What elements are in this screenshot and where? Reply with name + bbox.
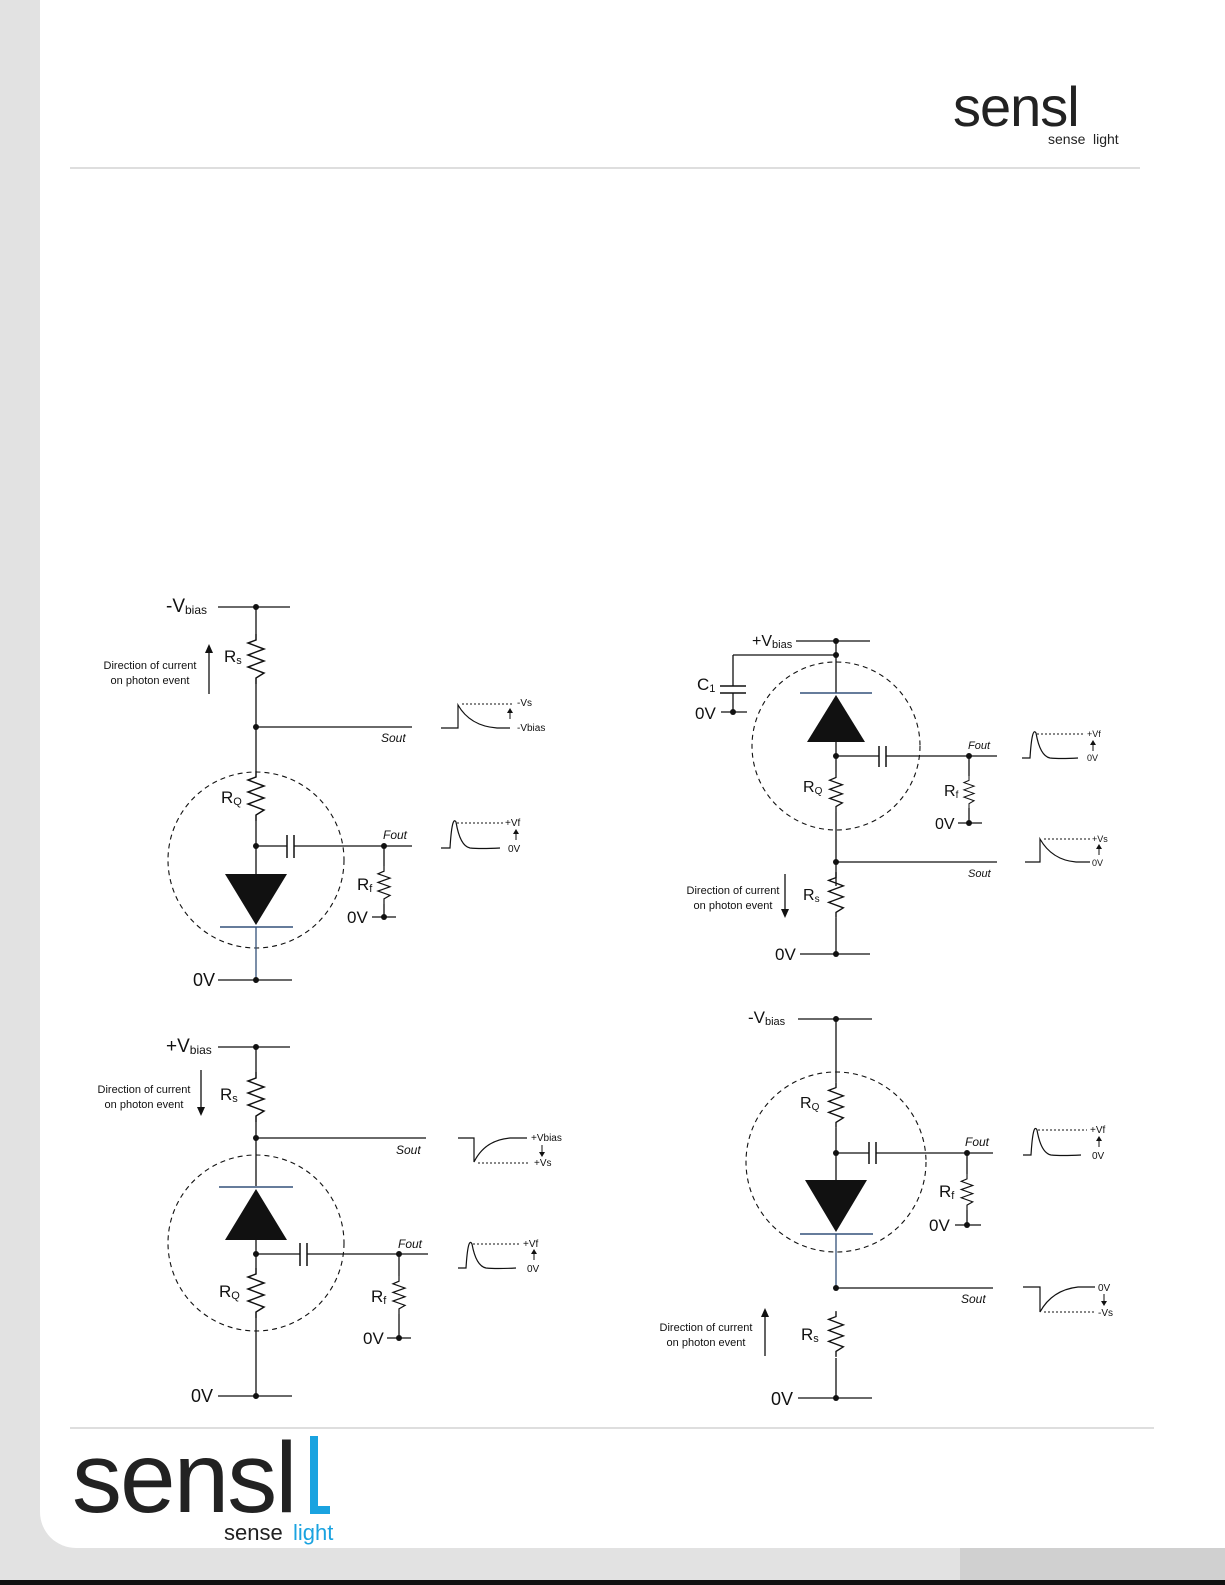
gnd-main-label: 0V <box>775 945 796 964</box>
rf-label: Rf <box>939 1182 955 1202</box>
fout-label: Fout <box>383 828 408 842</box>
direction-note-line1: Direction of current <box>660 1322 753 1334</box>
photodiode <box>805 1180 867 1232</box>
fout-label: Fout <box>965 1135 990 1149</box>
rf-resistor <box>377 865 391 905</box>
fout-wave-bottom-label: 0V <box>508 844 521 855</box>
fout-wave-bottom-label: 0V <box>1087 753 1098 763</box>
fout-waveform <box>441 820 501 850</box>
gnd-main-label: 0V <box>191 1386 213 1406</box>
fout-label: Fout <box>398 1237 423 1251</box>
supply-label: +Vbias <box>166 1036 212 1057</box>
rs-label: Rs <box>224 647 242 667</box>
direction-note-line2: on photon event <box>694 900 773 912</box>
circuit-bottom-left: +Vbias Rs Direction of current on photon… <box>98 1036 562 1406</box>
sout-wave-top-label: 0V <box>1098 1283 1111 1294</box>
rs-label: Rs <box>803 887 820 905</box>
header-logo-wordmark: sensl <box>953 75 1079 138</box>
sout-wave-bottom-label: 0V <box>1092 858 1103 868</box>
sout-wave-bottom-label: +Vs <box>534 1158 552 1169</box>
sout-wave-bottom-label: -Vbias <box>517 723 545 734</box>
footer-logo-tagline-sense: sense <box>224 1520 283 1545</box>
sout-label: Sout <box>381 731 406 745</box>
header-logo-tagline-light: light <box>1093 131 1119 147</box>
photodiode <box>807 695 865 742</box>
sout-waveform <box>458 1137 527 1163</box>
gnd-rf-label: 0V <box>347 908 368 927</box>
c1-label: C1 <box>697 675 715 695</box>
direction-note-line1: Direction of current <box>687 885 780 897</box>
rs-label: Rs <box>801 1325 819 1345</box>
fout-wave-top-label: +Vf <box>505 818 521 829</box>
fout-label: Fout <box>968 740 991 752</box>
rq-resistor <box>247 770 265 822</box>
supply-label: -Vbias <box>166 596 207 617</box>
rq-label: RQ <box>803 779 823 797</box>
fout-wave-top-label: +Vf <box>1090 1125 1106 1136</box>
direction-note-line1: Direction of current <box>104 660 197 672</box>
circuit-top-right: +Vbias C1 0V RQ Fout Rf 0V <box>687 633 1109 964</box>
rq-resistor <box>827 1081 845 1129</box>
sout-label: Sout <box>968 868 992 880</box>
rs-resistor <box>247 1071 265 1123</box>
rf-label: Rf <box>944 783 959 801</box>
sout-wave-top-label: +Vbias <box>531 1133 562 1144</box>
fout-waveform <box>1023 1127 1082 1157</box>
rf-resistor <box>963 775 975 809</box>
sout-waveform <box>1023 1286 1095 1313</box>
page-sheet <box>40 0 1225 1548</box>
gnd-rf-label: 0V <box>363 1329 384 1348</box>
sipm-boundary <box>745 1071 927 1253</box>
rq-resistor <box>828 771 844 813</box>
sout-label: Sout <box>961 1292 986 1306</box>
direction-note-line2: on photon event <box>667 1337 746 1349</box>
rf-label: Rf <box>371 1287 387 1307</box>
gnd-main-label: 0V <box>771 1389 793 1409</box>
fout-waveform <box>1022 731 1079 760</box>
rq-resistor <box>247 1267 265 1319</box>
rs-resistor <box>827 1310 845 1358</box>
direction-note-line2: on photon event <box>111 675 190 687</box>
sout-waveform <box>441 702 510 729</box>
header-logo-tagline-sense: sense <box>1048 131 1086 147</box>
rf-resistor <box>392 1275 406 1315</box>
rf-label: Rf <box>357 875 373 895</box>
rq-label: RQ <box>800 1095 820 1113</box>
footer-strip <box>960 1548 1225 1585</box>
gnd-rf-label: 0V <box>929 1216 950 1235</box>
fout-waveform <box>458 1241 517 1270</box>
footer-logo: sensl sense light <box>72 1422 333 1545</box>
fout-wave-top-label: +Vf <box>523 1239 539 1250</box>
sout-wave-top-label: -Vs <box>517 698 532 709</box>
header-logo: sensl sense light <box>953 75 1119 147</box>
bottom-band <box>0 1580 1225 1585</box>
sout-wave-bottom-label: -Vs <box>1098 1308 1113 1319</box>
sout-waveform <box>1025 836 1090 863</box>
photodiode <box>225 1189 287 1240</box>
direction-note-line1: Direction of current <box>98 1084 191 1096</box>
gnd-main-label: 0V <box>193 970 215 990</box>
sout-label: Sout <box>396 1143 421 1157</box>
direction-note-line2: on photon event <box>105 1099 184 1111</box>
circuit-top-left: -Vbias Rs Direction of current on photon… <box>104 596 546 990</box>
rs-label: Rs <box>220 1085 238 1105</box>
fout-wave-top-label: +Vf <box>1087 729 1101 739</box>
supply-label: -Vbias <box>748 1008 786 1028</box>
footer-logo-tagline-light: light <box>293 1520 333 1545</box>
rq-label: RQ <box>219 1282 240 1302</box>
rs-resistor <box>247 633 265 685</box>
photodiode <box>225 874 287 925</box>
rq-label: RQ <box>221 788 242 808</box>
circuit-bottom-right: -Vbias RQ Fout Rf 0V +Vf 0V Sout <box>660 1008 1113 1409</box>
footer-logo-wordmark: sensl <box>72 1422 295 1534</box>
fout-wave-bottom-label: 0V <box>527 1264 540 1275</box>
gnd-rf-label: 0V <box>935 816 955 833</box>
sipm-boundary <box>751 661 921 831</box>
supply-label: +Vbias <box>752 633 793 651</box>
sout-wave-top-label: +Vs <box>1092 834 1108 844</box>
fout-wave-bottom-label: 0V <box>1092 1151 1105 1162</box>
rf-resistor <box>960 1173 974 1211</box>
gnd-c1-label: 0V <box>695 704 716 723</box>
